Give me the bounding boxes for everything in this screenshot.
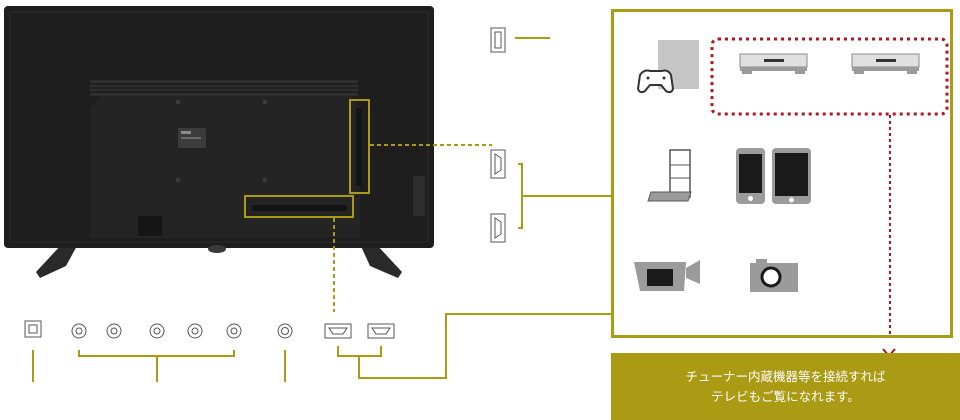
tv-bottom-ports-highlight <box>244 195 354 218</box>
rca-bracket <box>78 350 235 357</box>
digital-camera-icon <box>750 259 798 292</box>
hdmi-bracket <box>337 346 382 357</box>
side-port-group <box>490 27 612 243</box>
smartphone-icon <box>736 148 765 204</box>
optical-port-icon <box>24 320 42 338</box>
side-port-bracket <box>518 163 523 229</box>
headphone-jack-icon <box>277 323 293 339</box>
devices-drawing <box>634 37 949 352</box>
tv-stand-left <box>36 244 78 278</box>
video-camera-icon <box>634 260 700 291</box>
tuner-icon <box>851 53 920 74</box>
recorder-icon <box>739 53 808 74</box>
connectable-devices-panel <box>611 9 953 352</box>
tv-inner-panel <box>90 96 360 238</box>
tuner-note-text: チューナー内蔵機器等を接続すれば テレビもご覧になれます。 <box>685 367 885 407</box>
bottom-port-group <box>24 313 612 382</box>
rca-jack-icon <box>71 323 87 339</box>
tv-back-panel-icon <box>4 6 434 278</box>
tuner-note: チューナー内蔵機器等を接続すれば テレビもご覧になれます。 <box>611 353 960 420</box>
desktop-pc-icon <box>647 149 692 202</box>
bottom-to-devices-link <box>358 313 612 379</box>
rca-jack-icon <box>226 323 242 339</box>
rca-jack-icon <box>149 323 165 339</box>
hdmi-port-icon <box>490 149 506 179</box>
rca-jack-icon <box>106 323 122 339</box>
game-console-icon <box>636 69 675 94</box>
tablet-icon <box>772 148 811 204</box>
hdmi-port-icon <box>367 323 395 339</box>
tuner-group-outline <box>710 37 949 116</box>
hdmi-port-icon <box>490 213 506 243</box>
tv-stand-right <box>360 244 402 278</box>
tuner-note-line2: テレビもご覧になれます。 <box>711 388 860 404</box>
tuner-note-line1: チューナー内蔵機器等を接続すれば <box>685 368 886 384</box>
tv-side-ports-highlight <box>349 99 370 194</box>
hdmi-port-icon <box>324 323 352 339</box>
rca-jack-icon <box>187 323 203 339</box>
hdmi-port-icon <box>490 27 506 53</box>
